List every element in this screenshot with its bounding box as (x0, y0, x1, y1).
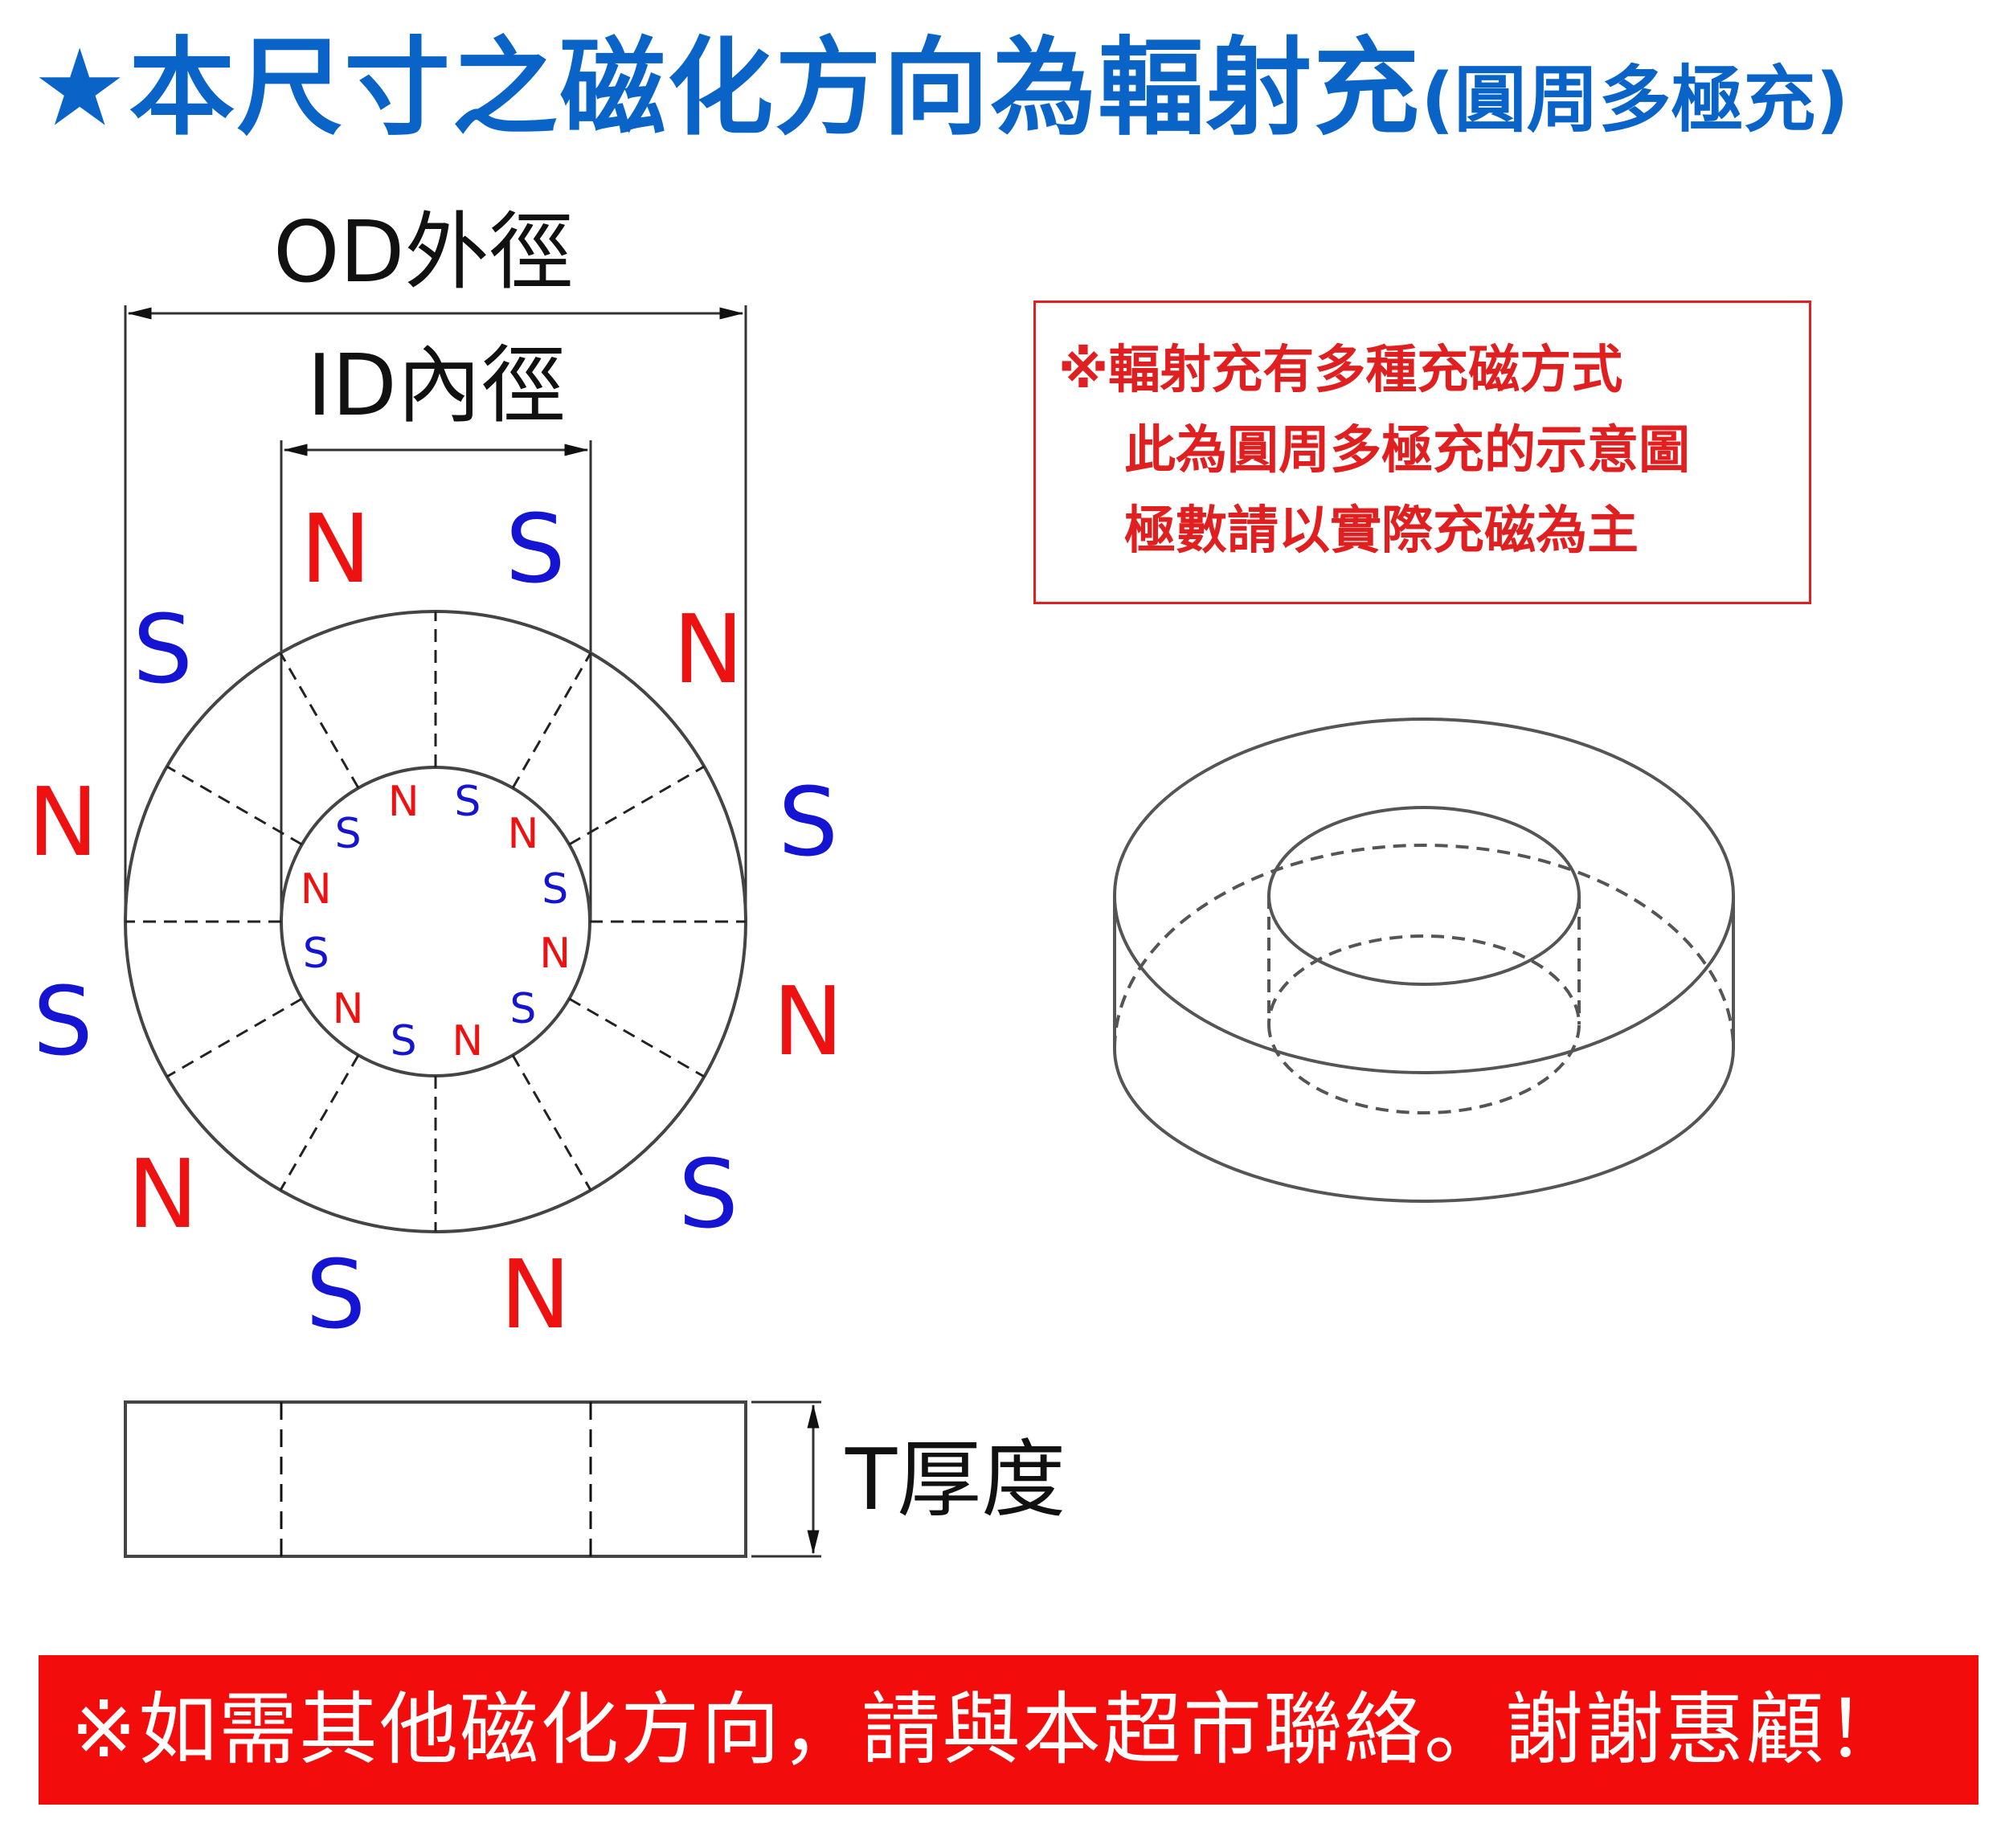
outer-pole-south: S (677, 1139, 739, 1250)
divider-line (166, 765, 303, 846)
divider-line (279, 652, 360, 789)
note-box: ※輻射充有多種充磁方式 此為圓周多極充的示意圖 極數請以實際充磁為主 (1033, 301, 1811, 604)
ring-plan-view (124, 610, 747, 1233)
footer-banner: ※如需其他磁化方向，請與本超市聯絡。謝謝惠顧！ (39, 1655, 1978, 1805)
outer-pole-south: S (133, 593, 194, 705)
divider-line (568, 765, 706, 846)
inner-pole-south: S (509, 984, 537, 1033)
inner-pole-south: S (334, 810, 362, 859)
inner-pole-north: N (387, 778, 419, 827)
iso-bottom-outer-back (1113, 844, 1735, 1049)
iso-bottom-outer-front (1113, 1048, 1735, 1203)
divider-line (568, 997, 706, 1078)
od-label: OD外徑 (273, 203, 574, 301)
inner-pole-south: S (302, 929, 329, 978)
page-title: ★本尺寸之磁化方向為輻射充(圓周多極充) (32, 24, 1849, 153)
inner-pole-south: S (390, 1016, 417, 1065)
id-dimension (280, 440, 592, 922)
iso-bottom-inner (1267, 934, 1581, 1114)
outer-pole-north: N (772, 966, 844, 1077)
outer-pole-south: S (32, 966, 93, 1077)
ring-side-view (124, 1400, 747, 1558)
divider-line (279, 1054, 360, 1192)
ring-isometric-view (1113, 718, 1735, 1203)
iso-top-outer (1113, 718, 1735, 1074)
inner-pole-south: S (542, 865, 569, 914)
thickness-dimension (751, 1400, 821, 1558)
pole-divider-lines (125, 611, 746, 1232)
outer-pole-north: N (127, 1139, 198, 1250)
outer-pole-north: N (27, 766, 99, 877)
inner-pole-north: N (539, 929, 571, 978)
inner-pole-north: N (452, 1016, 484, 1065)
iso-top-inner (1267, 806, 1581, 986)
outer-pole-north: N (500, 1238, 571, 1350)
divider-line (511, 652, 592, 789)
note-line-3: 極數請以實際充磁為主 (1124, 501, 1639, 561)
inner-circle (280, 766, 591, 1077)
thickness-label: T厚度 (845, 1431, 1066, 1529)
inner-pole-north: N (507, 810, 539, 859)
banner-text: ※如需其他磁化方向，請與本超市聯絡。謝謝惠顧！ (71, 1684, 1907, 1776)
note-line-1: ※輻射充有多種充磁方式 (1058, 341, 1623, 400)
outer-pole-south: S (505, 493, 566, 605)
inner-pole-south: S (454, 778, 481, 827)
title-main: ★本尺寸之磁化方向為輻射充 (32, 27, 1422, 150)
od-dimension (124, 305, 747, 922)
outer-pole-south: S (778, 766, 839, 877)
inner-pole-north: N (332, 984, 364, 1033)
outer-pole-south: S (305, 1238, 366, 1350)
outer-pole-north: N (673, 593, 744, 705)
id-label: ID內徑 (307, 337, 566, 435)
outer-pole-north: N (300, 493, 371, 605)
inner-pole-north: N (300, 865, 332, 914)
divider-line (166, 997, 303, 1078)
divider-line (511, 1054, 592, 1192)
note-line-2: 此為圓周多極充的示意圖 (1124, 421, 1690, 480)
title-sub: (圓周多極充) (1421, 58, 1849, 142)
